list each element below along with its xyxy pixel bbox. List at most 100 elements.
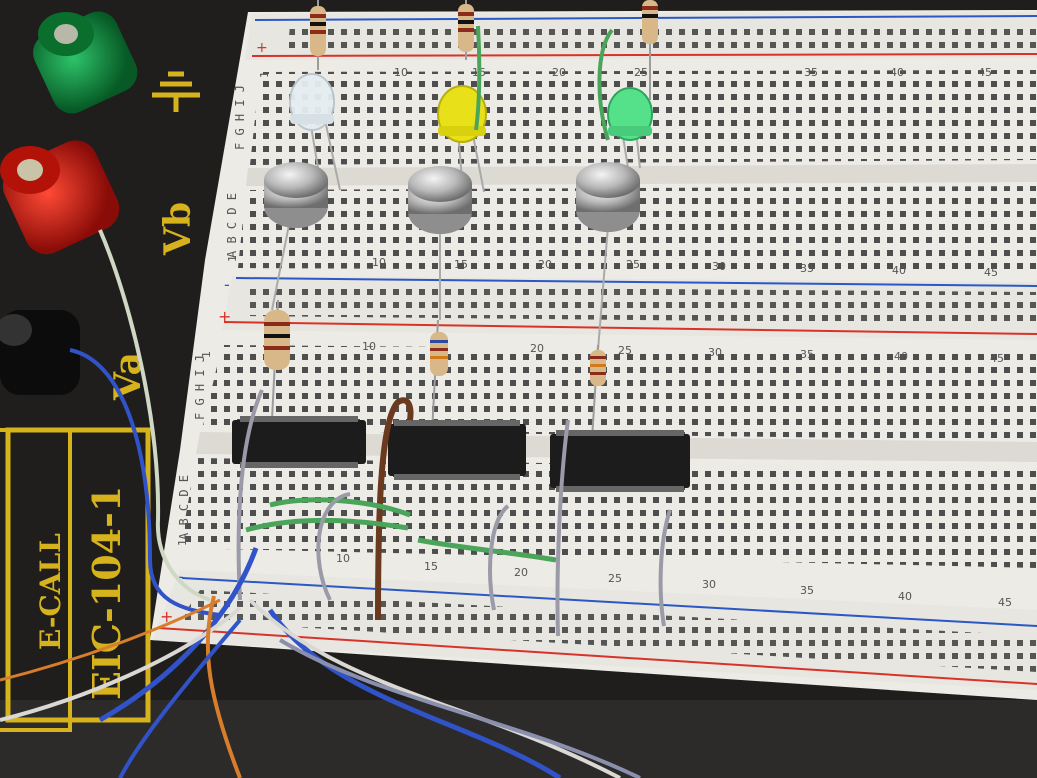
lower-row-letters-top: F G H I J bbox=[193, 355, 207, 420]
lower-col-number: 30 bbox=[702, 578, 716, 591]
rail-holes bbox=[244, 286, 1037, 324]
brand-text: E-CALL bbox=[34, 533, 67, 650]
upper-col-number: 20 bbox=[538, 258, 552, 271]
supply-wire-white-green bbox=[98, 229, 211, 602]
lower-col-number: 25 bbox=[608, 572, 622, 585]
supply-wire-white bbox=[248, 598, 621, 778]
red-binding-post[interactable] bbox=[0, 133, 126, 261]
resistor[interactable] bbox=[310, 0, 326, 70]
upper-col-number: 25 bbox=[626, 258, 640, 271]
jumper-wire-green bbox=[269, 497, 411, 518]
lower-col-number: 1 bbox=[176, 539, 189, 546]
green-binding-post[interactable] bbox=[26, 5, 143, 120]
led-clear[interactable] bbox=[289, 73, 341, 191]
upper-col-number: 25 bbox=[634, 66, 648, 79]
jumper-wire-green bbox=[474, 25, 482, 131]
upper-col-number: 10 bbox=[394, 66, 408, 79]
lower-col-number: 15 bbox=[424, 560, 438, 573]
lower-col-numbers-top: 1 10 20 25 30 35 40 45 bbox=[200, 340, 1004, 365]
lower-col-number: 45 bbox=[998, 596, 1012, 609]
rail-sign-plus: + bbox=[160, 607, 173, 626]
brand-plate bbox=[5, 427, 151, 723]
lower-col-number: 20 bbox=[514, 566, 528, 579]
led-green[interactable] bbox=[607, 87, 653, 169]
jumper-wire-grey bbox=[236, 389, 264, 601]
lower-col-number: 20 bbox=[530, 342, 544, 355]
supply-wire-orange bbox=[0, 598, 221, 682]
rail-sign-minus: - bbox=[224, 275, 230, 294]
upper-col-number: 40 bbox=[892, 264, 906, 277]
lower-panel-abcde bbox=[180, 458, 1037, 568]
upper-col-number: 35 bbox=[800, 262, 814, 275]
black-binding-post[interactable] bbox=[0, 310, 80, 395]
rail-red-line bbox=[223, 321, 1037, 335]
rail-blue-line bbox=[235, 277, 1037, 287]
led-yellow[interactable] bbox=[437, 85, 487, 193]
jumper-wire-grey bbox=[658, 509, 672, 627]
label-vb: Vb bbox=[157, 202, 199, 256]
lower-col-number: 1 bbox=[200, 351, 213, 358]
lower-col-number: 40 bbox=[898, 590, 912, 603]
rail-red-line bbox=[157, 627, 1037, 685]
jumper-wire-green bbox=[417, 537, 557, 563]
supply-wire-blue bbox=[69, 348, 221, 617]
lower-col-number: 40 bbox=[894, 350, 908, 363]
upper-col-number: 45 bbox=[978, 66, 992, 79]
rail-sign-plus: + bbox=[218, 307, 231, 326]
rail-sign-plus: + bbox=[256, 40, 268, 56]
floor bbox=[0, 700, 1037, 778]
supply-wire-white bbox=[0, 606, 242, 722]
upper-col-numbers-bottom: 1 10 15 20 25 30 35 40 45 bbox=[226, 255, 998, 279]
lower-col-number: 45 bbox=[990, 352, 1004, 365]
transistor[interactable] bbox=[408, 166, 472, 320]
ic-chip[interactable] bbox=[550, 430, 690, 492]
lower-col-number: 35 bbox=[800, 584, 814, 597]
upper-col-number: 20 bbox=[552, 66, 566, 79]
upper-row-letters-bottom: A B C D E bbox=[225, 193, 239, 258]
upper-row-letters-top: F G H I J bbox=[233, 85, 247, 150]
rail-red-line bbox=[251, 53, 1037, 57]
jumper-wire-grey bbox=[555, 419, 570, 637]
lower-col-number: 25 bbox=[618, 344, 632, 357]
supply-wire-grey bbox=[278, 638, 641, 778]
rail-holes bbox=[180, 590, 1037, 672]
rail-sign-minus: - bbox=[178, 567, 184, 586]
upper-col-number: 10 bbox=[372, 256, 386, 269]
ground-symbol-icon bbox=[152, 71, 200, 112]
supply-wire-blue bbox=[267, 608, 562, 778]
upper-col-number: 35 bbox=[804, 66, 818, 79]
lower-row-letters-bottom: A B C D E bbox=[177, 475, 191, 540]
lower-col-number: 30 bbox=[708, 346, 722, 359]
rail-holes bbox=[288, 22, 1037, 50]
lower-col-number: 10 bbox=[362, 340, 376, 353]
upper-col-number: 1 bbox=[226, 255, 239, 262]
upper-col-number: 30 bbox=[712, 260, 726, 273]
upper-col-numbers-top: 1 10 15 20 25 35 40 45 bbox=[258, 66, 992, 79]
supply-wire-blue bbox=[98, 547, 259, 723]
jumper-wire-brown bbox=[375, 397, 414, 621]
lower-col-number: 35 bbox=[800, 348, 814, 361]
supply-wire-orange bbox=[205, 595, 242, 778]
resistor[interactable] bbox=[642, 0, 658, 100]
transistor[interactable] bbox=[264, 162, 328, 311]
model-text: EIC-104-1 bbox=[84, 486, 129, 700]
lower-col-numbers-bottom: 1 10 15 20 25 30 35 40 45 bbox=[176, 539, 1012, 609]
transistor[interactable] bbox=[576, 162, 640, 351]
upper-col-number: 1 bbox=[258, 71, 271, 78]
supply-wire-blue bbox=[118, 618, 242, 778]
upper-col-number: 15 bbox=[454, 258, 468, 271]
resistor[interactable] bbox=[264, 299, 290, 421]
ic-chip[interactable] bbox=[388, 420, 526, 480]
lower-col-number: 10 bbox=[336, 552, 350, 565]
upper-col-number: 45 bbox=[984, 266, 998, 279]
brand-label bbox=[0, 428, 72, 732]
ic-chip[interactable] bbox=[232, 416, 366, 468]
resistor[interactable] bbox=[458, 0, 474, 60]
jumper-wire-grey bbox=[316, 492, 351, 601]
resistor[interactable] bbox=[589, 344, 606, 471]
jumper-wire-green bbox=[597, 28, 614, 141]
jumper-wire-green bbox=[245, 517, 409, 533]
upper-col-number: 40 bbox=[890, 66, 904, 79]
jumper-wire-grey bbox=[488, 504, 510, 611]
